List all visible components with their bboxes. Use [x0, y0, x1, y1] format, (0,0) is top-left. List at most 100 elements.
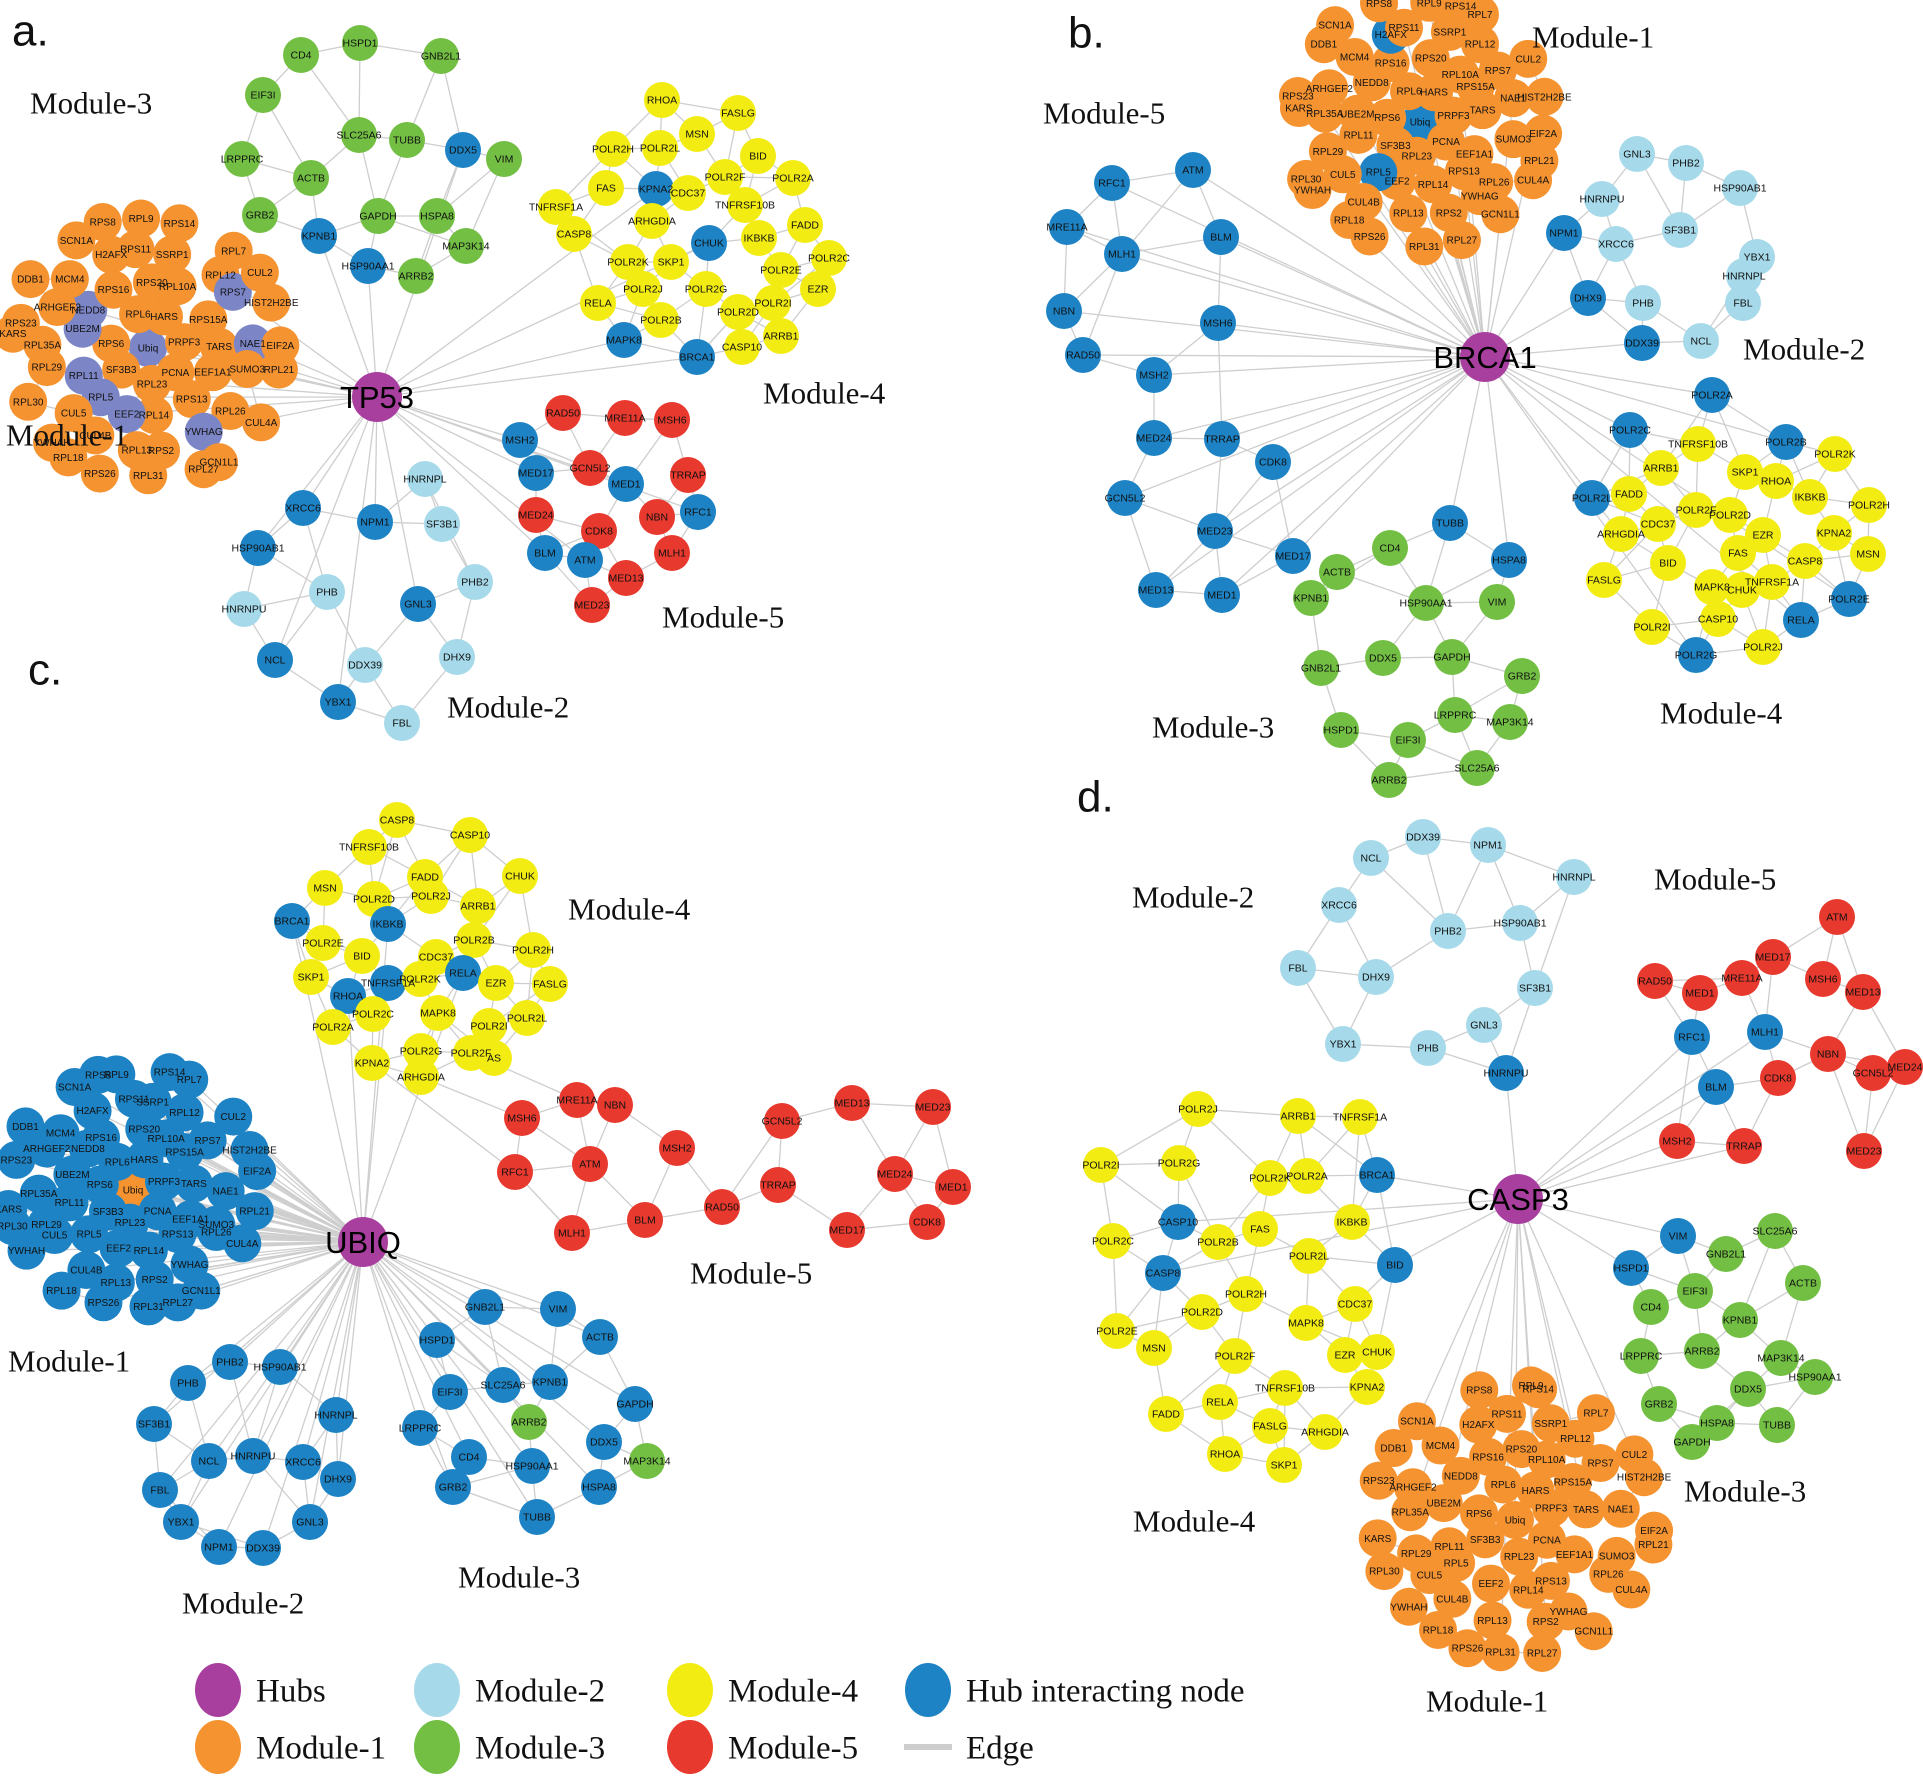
gene-label: RPL7 [221, 246, 246, 257]
gene-label: Ubiq [123, 1186, 144, 1197]
gene-label: BLM [534, 548, 556, 560]
gene-label: YWHAH [1294, 186, 1331, 197]
gene-label: GRB2 [246, 210, 275, 222]
gene-label: DHX9 [324, 1474, 352, 1486]
gene-label: RPS2 [1436, 208, 1463, 219]
gene-label: POLR2H [592, 144, 634, 156]
gene-label: MSH2 [662, 1143, 691, 1155]
gene-label: RELA [449, 968, 476, 980]
gene-label: RPS7 [195, 1136, 222, 1147]
gene-label: HSP90AA1 [505, 1461, 558, 1473]
gene-label: HNRNPL [1722, 271, 1765, 283]
gene-label: CUL2 [220, 1112, 246, 1123]
edge [1518, 1037, 1692, 1199]
gene-label: CHUK [505, 871, 535, 883]
gene-label: TNFRSF1A [529, 202, 583, 214]
gene-label: POLR2J [411, 891, 451, 903]
gene-label: RPL29 [31, 1220, 62, 1231]
gene-label: MED24 [1136, 433, 1171, 445]
gene-label: MCM4 [1426, 1441, 1456, 1452]
gene-label: ARHGEF2 [23, 1144, 71, 1155]
gene-label: DDB1 [1380, 1443, 1407, 1454]
gene-label: ACTB [297, 173, 325, 185]
gene-label: RPS26 [1452, 1644, 1484, 1655]
gene-label: ARHGDIA [1301, 1427, 1349, 1439]
edge [1083, 355, 1485, 357]
gene-label: RPL6 [1491, 1480, 1516, 1491]
gene-label: NBN [646, 512, 668, 524]
gene-label: EZR [1335, 1350, 1356, 1362]
gene-label: ARHGDIA [1597, 529, 1645, 541]
gene-label: RPL7 [1583, 1409, 1608, 1420]
gene-label: NCL [264, 655, 285, 667]
gene-label: RPL14 [139, 410, 170, 421]
panel-letter: b. [1068, 9, 1105, 58]
gene-label: HSP90AA1 [341, 261, 394, 273]
gene-label: RPL30 [1369, 1567, 1400, 1578]
module-label: Module-3 [1152, 709, 1274, 744]
gene-label: HIST2H2BE [1517, 92, 1572, 103]
gene-label: FADD [1152, 1409, 1180, 1421]
gene-label: RHOA [647, 95, 677, 107]
gene-label: NPM1 [1473, 840, 1502, 852]
module-label: Module-5 [662, 599, 784, 634]
gene-label: CASP8 [1788, 556, 1823, 568]
gene-label: RPL9 [129, 214, 154, 225]
gene-label: POLR2E [1096, 1326, 1137, 1338]
gene-label: RPS20 [1415, 54, 1447, 65]
gene-label: NAE1 [1608, 1504, 1635, 1515]
legend-swatch-hub [195, 1663, 241, 1717]
gene-label: TNFRSF10B [1668, 439, 1728, 451]
gene-label: CDC37 [671, 188, 706, 200]
gene-label: NAE1 [213, 1187, 240, 1198]
gene-label: DDX39 [246, 1543, 280, 1555]
gene-label: MED23 [915, 1102, 950, 1114]
nodes [0, 0, 1923, 1672]
gene-label: POLR2F [705, 172, 746, 184]
gene-label: HSP90AA1 [1788, 1372, 1841, 1384]
gene-label: PHB [1417, 1043, 1439, 1055]
gene-label: ARRB1 [460, 901, 495, 913]
edge [1125, 357, 1485, 498]
gene-label: MED1 [938, 1182, 967, 1194]
gene-label: CUL4B [70, 1265, 103, 1276]
gene-label: RPL21 [239, 1207, 270, 1218]
legend-label: Hubs [256, 1674, 326, 1710]
gene-label: POLR2K [399, 974, 440, 986]
gene-label: PHB [1632, 298, 1654, 310]
panel-letter: d. [1077, 773, 1114, 822]
gene-label: POLR2I [1082, 1160, 1119, 1172]
gene-label: IKBKB [744, 233, 775, 245]
gene-label: POLR2H [1225, 1289, 1267, 1301]
gene-label: CDC37 [1338, 1299, 1373, 1311]
gene-label: RPS23 [1282, 92, 1314, 103]
gene-label: FAS [1250, 1224, 1270, 1236]
gene-label: RPL30 [13, 397, 44, 408]
gene-label: RPL11 [1435, 1542, 1465, 1553]
gene-label: RPL13 [101, 1278, 132, 1289]
gene-label: MSN [685, 129, 708, 141]
gene-label: TRRAP [1204, 434, 1240, 446]
gene-label: HIST2H2BE [222, 1145, 277, 1156]
gene-label: KPNA2 [639, 184, 674, 196]
gene-label: EZR [808, 284, 829, 296]
gene-label: RPS14 [164, 219, 196, 230]
gene-label: KARS [0, 329, 27, 340]
gene-label: HSP90AB1 [231, 543, 284, 555]
gene-label: KPNB1 [1294, 593, 1329, 605]
gene-label: DDB1 [12, 1122, 39, 1133]
gene-label: TUBB [1436, 518, 1464, 530]
gene-label: RPS8 [1466, 1386, 1493, 1397]
gene-label: YBX1 [325, 697, 352, 709]
gene-label: RPS11 [120, 245, 151, 256]
gene-label: CUL5 [1330, 170, 1356, 181]
gene-label: SUMO3 [1496, 135, 1532, 146]
gene-label: BID [353, 951, 371, 963]
gene-label: POLR2D [353, 894, 395, 906]
gene-label: RAD50 [546, 408, 580, 420]
gene-label: NBN [1817, 1049, 1839, 1061]
legend-swatch-m5 [667, 1720, 713, 1774]
edge [1518, 1032, 1765, 1199]
gene-label: RPS15A [1554, 1477, 1593, 1488]
gene-label: MAPK8 [420, 1008, 456, 1020]
